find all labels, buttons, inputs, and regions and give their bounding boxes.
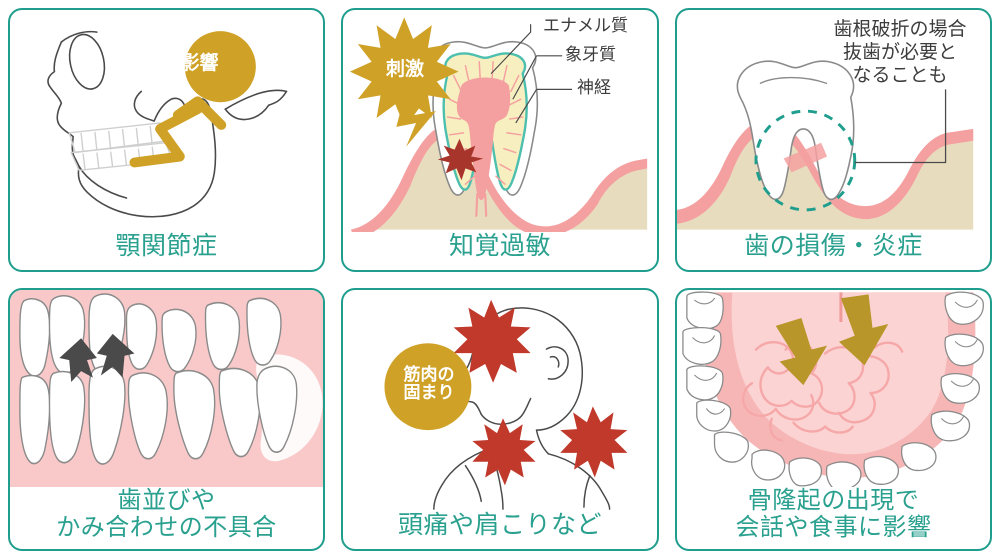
panel-caption-hypersensitivity: 知覚過敏 xyxy=(448,231,551,260)
skull-jaw-profile-illustration: 影響 xyxy=(10,10,323,232)
caption-line-2: かみ合わせの不具合 xyxy=(56,513,277,542)
panel-headache-shoulder: 筋肉の 固まり 頭痛や肩こりなど xyxy=(333,280,667,559)
panel-caption-tmj: 顎関節症 xyxy=(115,231,218,260)
red-pain-starburst-head xyxy=(453,299,531,383)
panel-card: 歯並びや かみ合わせの不具合 xyxy=(8,288,325,551)
red-pain-starburst-shoulder xyxy=(560,406,628,478)
gum-shape xyxy=(350,124,648,232)
lower-dental-arch-torus-illustration xyxy=(677,290,990,488)
panel-caption-malocclusion: 歯並びや かみ合わせの不具合 xyxy=(10,487,323,549)
impact-badge-circle xyxy=(184,31,256,103)
gum-shape xyxy=(677,118,974,224)
bone-shape xyxy=(352,128,648,230)
muscle-stiffness-badge-circle xyxy=(384,343,472,431)
red-pain-starburst-neck xyxy=(472,418,536,486)
teeth-arch xyxy=(682,291,984,488)
tooth-root-fracture-illustration: 歯根破折の場合 抜歯が必要と なることも xyxy=(677,10,990,232)
caption-line-2: 会話や食事に影響 xyxy=(735,513,932,542)
stimulus-starburst xyxy=(349,17,459,126)
panel-bone-torus: 骨隆起の出現で 会話や食事に影響 xyxy=(667,280,1000,559)
leader-line xyxy=(854,89,947,164)
head-and-shoulders-pain-illustration: 筋肉の 固まり xyxy=(343,290,657,511)
panel-hypersensitivity: エナメル質 象牙質 神経 刺激 知覚過敏 xyxy=(333,0,667,280)
panel-card: エナメル質 象牙質 神経 刺激 知覚過敏 xyxy=(341,8,659,272)
caption-line-1: 歯並びや xyxy=(117,486,216,515)
panel-malocclusion: 歯並びや かみ合わせの不具合 xyxy=(0,280,333,559)
panel-tmj: 影響 顎関節症 xyxy=(0,0,333,280)
label-leader-lines xyxy=(490,24,573,124)
panel-caption-tooth-damage: 歯の損傷・炎症 xyxy=(744,231,923,260)
panel-card: 影響 顎関節症 xyxy=(8,8,325,272)
panel-card: 歯根破折の場合 抜歯が必要と なることも 歯の損傷・炎症 xyxy=(675,8,992,272)
gold-zigzag-arrow xyxy=(129,96,227,168)
misaligned-teeth-illustration xyxy=(10,290,323,488)
dashed-teal-circle xyxy=(754,109,857,212)
bone-ridge-outlines xyxy=(742,341,904,442)
gold-arrow-right xyxy=(838,294,889,366)
panel-caption-headache: 頭痛や肩こりなど xyxy=(397,510,602,539)
root-fracture-band xyxy=(783,142,828,173)
tooth-shape xyxy=(736,60,855,201)
caption-line-1: 骨隆起の出現で xyxy=(747,486,920,515)
pulp-chamber xyxy=(456,77,511,200)
dark-chevron-arrows xyxy=(59,333,135,383)
panel-caption-bone-torus: 骨隆起の出現で 会話や食事に影響 xyxy=(677,487,990,549)
red-pain-starburst xyxy=(437,138,484,181)
gold-arrow-left xyxy=(775,318,828,386)
tooth-cross-section-illustration: エナメル質 象牙質 神経 刺激 xyxy=(343,10,657,232)
panel-card: 筋肉の 固まり 頭痛や肩こりなど xyxy=(341,288,659,551)
panel-card: 骨隆起の出現で 会話や食事に影響 xyxy=(675,288,992,551)
panel-tooth-damage: 歯根破折の場合 抜歯が必要と なることも 歯の損傷・炎症 xyxy=(667,0,1000,280)
